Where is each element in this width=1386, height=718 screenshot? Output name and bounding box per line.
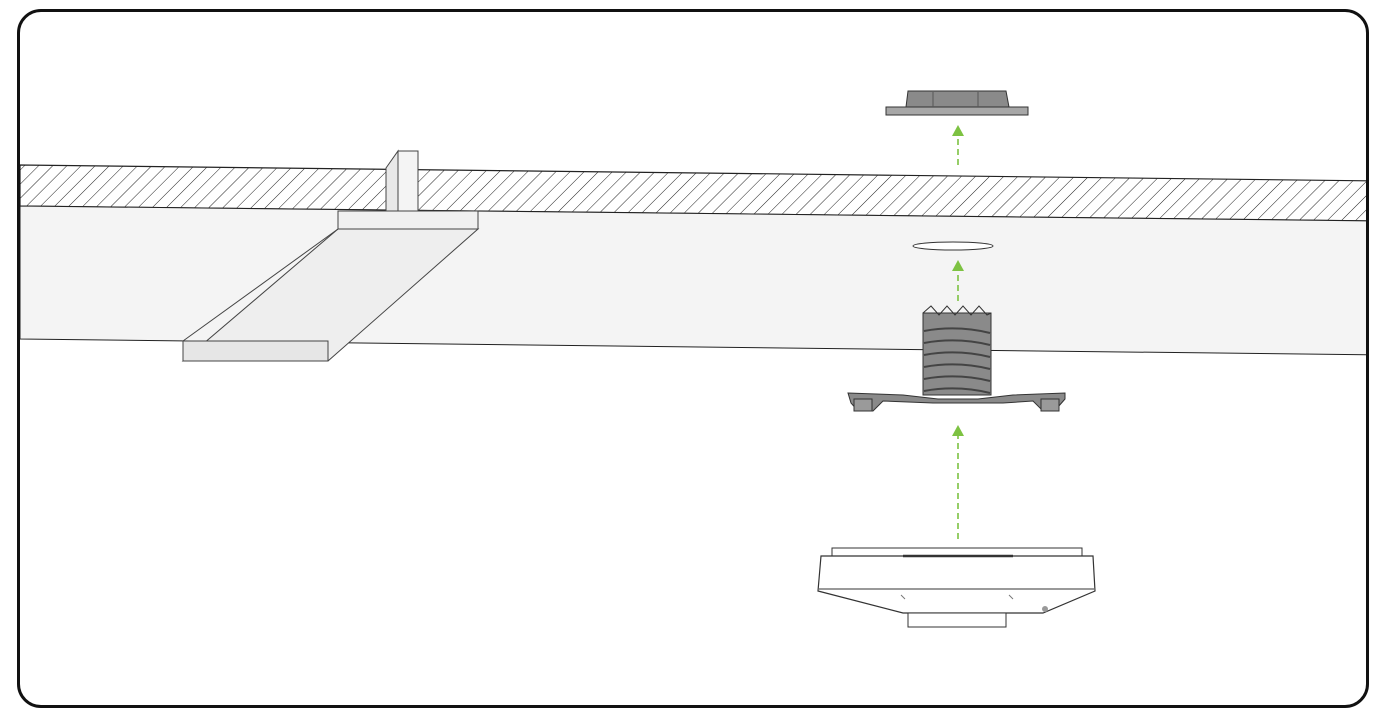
diagram-frame bbox=[17, 9, 1369, 708]
arrow-device-to-bracket bbox=[952, 425, 964, 539]
device-icon bbox=[817, 547, 1096, 628]
installation-diagram bbox=[20, 90, 1366, 628]
arrow-bracket-to-hole bbox=[952, 260, 964, 301]
hole-icon bbox=[912, 241, 994, 251]
nut-icon bbox=[885, 90, 1029, 116]
joist-icon bbox=[181, 149, 480, 362]
bracket-icon bbox=[847, 305, 1066, 412]
arrow-hole-to-nut bbox=[952, 125, 964, 165]
ceiling-slab bbox=[20, 164, 1366, 222]
